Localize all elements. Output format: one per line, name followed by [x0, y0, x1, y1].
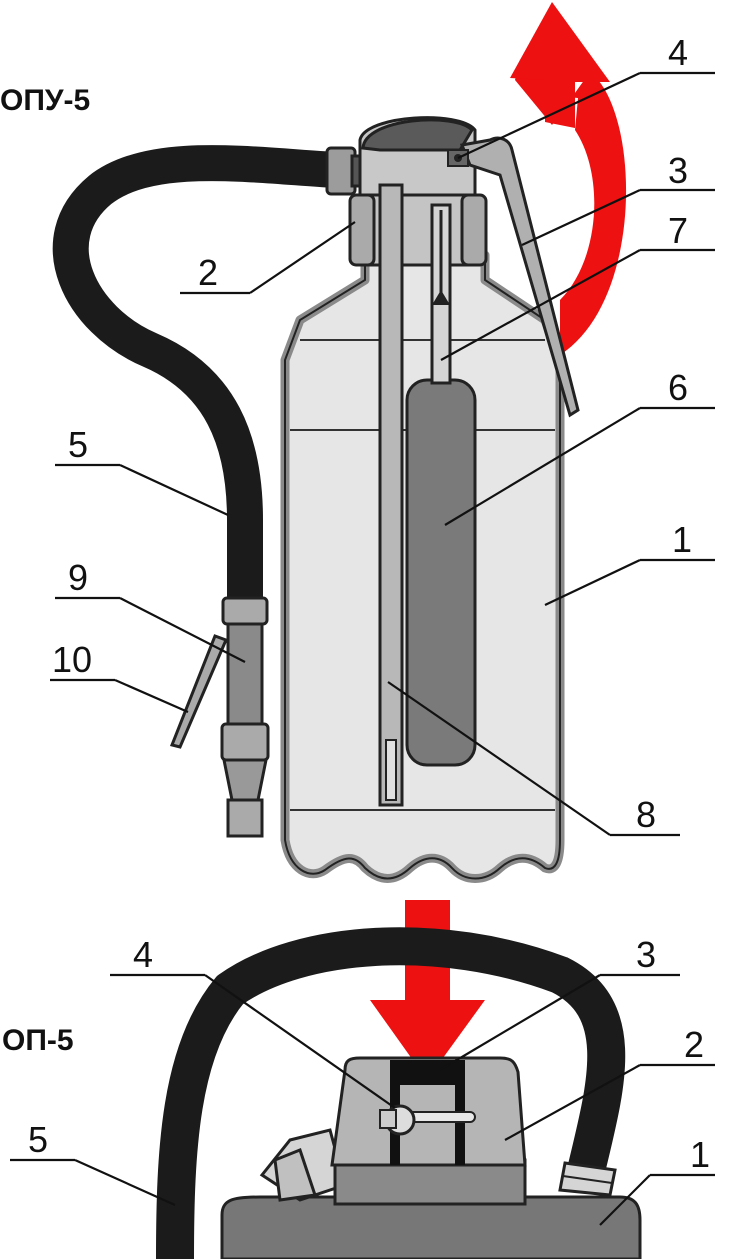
label-4-bottom: 4	[133, 934, 153, 975]
leader-1-bottom-diag	[599, 1174, 651, 1226]
label-2-top: 2	[198, 252, 218, 293]
leader-3-bottom-diag	[439, 974, 601, 1071]
base-plate	[220, 1195, 642, 1259]
hose-bottom	[156, 927, 626, 1259]
label-5-bottom: 5	[28, 1119, 48, 1160]
label-7: 7	[668, 210, 688, 251]
label-2-bottom: 2	[684, 1024, 704, 1065]
nozzle-cone	[222, 758, 268, 802]
down-arrow	[370, 900, 485, 1080]
gas-cartridge	[405, 378, 477, 767]
leader-7-diag	[440, 249, 641, 361]
leader-5-bottom-diag	[74, 1158, 176, 1207]
leader-9-diag	[119, 597, 246, 663]
leader-3-top-diag	[521, 189, 641, 246]
head-collar	[333, 1158, 527, 1206]
label-10: 10	[52, 639, 92, 680]
hose-top	[52, 145, 337, 600]
lever	[459, 136, 580, 418]
siphon-tube	[378, 183, 404, 807]
nozzle-ring	[220, 722, 270, 762]
label-1-top: 1	[672, 519, 692, 560]
pin-head	[379, 1109, 397, 1129]
nozzle-tip	[226, 798, 264, 838]
label-6: 6	[668, 367, 688, 408]
label-8: 8	[636, 794, 656, 835]
label-4-top: 4	[668, 32, 688, 73]
leader-2-top-diag	[249, 221, 356, 294]
side-fitting-inner	[273, 1148, 317, 1202]
cap-ring	[348, 193, 376, 267]
rotation-arrow	[515, 10, 627, 355]
head-top	[361, 118, 474, 152]
lever-bracket	[390, 1060, 465, 1165]
nozzle-body	[226, 622, 264, 726]
label-5-top: 5	[68, 424, 88, 465]
bottle-outline	[284, 255, 561, 880]
title-opu5: ОПУ-5	[0, 84, 90, 117]
label-9: 9	[68, 557, 88, 598]
cap-ring	[460, 193, 488, 267]
title-op5: ОП-5	[2, 1024, 74, 1057]
leader-8-diag	[387, 681, 611, 836]
leader-6-diag	[444, 407, 641, 526]
label-3-top: 3	[668, 150, 688, 191]
leader-4-bottom-diag	[204, 974, 396, 1109]
leader-1-top-diag	[544, 559, 641, 606]
trigger	[169, 634, 229, 749]
rod-tip	[432, 290, 450, 305]
siphon-tube-inner	[385, 739, 397, 801]
rotation-arrow-head	[510, 2, 610, 128]
leader-4-top-diag	[457, 72, 641, 159]
label-3-bottom: 3	[636, 934, 656, 975]
hose-fitting-line	[562, 1175, 613, 1184]
leader-5-top-diag	[119, 464, 229, 516]
leader-10-diag	[114, 678, 189, 714]
hose-clamp	[221, 596, 269, 626]
label-1-bottom: 1	[690, 1134, 710, 1175]
leader-2-bottom-diag	[504, 1064, 641, 1141]
